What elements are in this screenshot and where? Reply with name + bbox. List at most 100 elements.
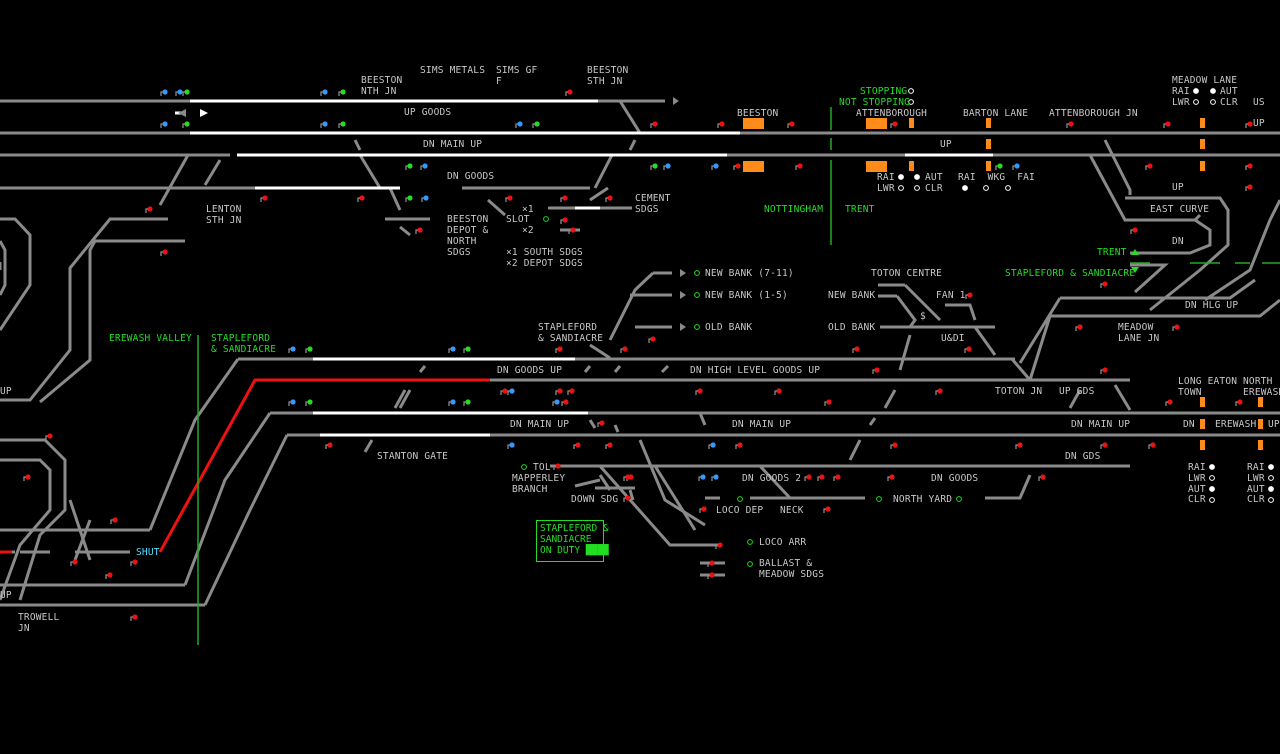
signal-head[interactable] (340, 89, 346, 95)
signal-head[interactable] (735, 163, 741, 169)
signal-head[interactable] (507, 195, 513, 201)
signal-head[interactable] (567, 89, 573, 95)
signal-head[interactable] (599, 420, 605, 426)
signal-head[interactable] (177, 89, 183, 95)
signal-head[interactable] (1247, 121, 1253, 127)
signal-head[interactable] (407, 163, 413, 169)
signal-head[interactable] (1237, 399, 1243, 405)
signal-head[interactable] (622, 346, 628, 352)
signal-head[interactable] (557, 388, 563, 394)
signal-head[interactable] (719, 121, 725, 127)
signal-head[interactable] (1068, 121, 1074, 127)
signal-head[interactable] (665, 163, 671, 169)
signal-head[interactable] (889, 474, 895, 480)
signal-head[interactable] (874, 367, 880, 373)
signal-head[interactable] (570, 227, 576, 233)
signal-head[interactable] (307, 399, 313, 405)
signal-head[interactable] (826, 399, 832, 405)
signal-head[interactable] (562, 195, 568, 201)
signal-head[interactable] (1040, 474, 1046, 480)
signal-head[interactable] (1167, 399, 1173, 405)
signal-head[interactable] (717, 542, 723, 548)
signal-head[interactable] (937, 388, 943, 394)
signal-head[interactable] (162, 89, 168, 95)
signal-head[interactable] (1132, 227, 1138, 233)
signal-head[interactable] (290, 346, 296, 352)
signal-head[interactable] (465, 346, 471, 352)
on-duty-box[interactable]: STAPLEFORD & SANDIACRE ON DUTY ████ (536, 520, 609, 562)
signal-head[interactable] (450, 346, 456, 352)
signal-head[interactable] (819, 474, 825, 480)
signal-head[interactable] (509, 442, 515, 448)
signal-head[interactable] (797, 163, 803, 169)
signal-head[interactable] (701, 506, 707, 512)
signal-head[interactable] (162, 121, 168, 127)
signal-head[interactable] (465, 399, 471, 405)
signal-head[interactable] (517, 121, 523, 127)
signal-head[interactable] (322, 89, 328, 95)
signal-head[interactable] (25, 474, 31, 480)
signal-head[interactable] (47, 433, 53, 439)
signal-head[interactable] (607, 195, 613, 201)
signal-head[interactable] (776, 388, 782, 394)
signal-head[interactable] (112, 517, 118, 523)
signal-head[interactable] (710, 442, 716, 448)
signal-head[interactable] (892, 442, 898, 448)
signal-head[interactable] (892, 121, 898, 127)
signal-head[interactable] (697, 388, 703, 394)
signal-head[interactable] (1017, 442, 1023, 448)
signal-head[interactable] (417, 227, 423, 233)
signal-head[interactable] (575, 442, 581, 448)
signal-head[interactable] (835, 474, 841, 480)
signal-head[interactable] (569, 388, 575, 394)
signal-head[interactable] (806, 474, 812, 480)
signal-head[interactable] (1102, 281, 1108, 287)
signal-head[interactable] (307, 346, 313, 352)
signal-head[interactable] (1174, 324, 1180, 330)
signal-head[interactable] (534, 121, 540, 127)
signal-head[interactable] (700, 474, 706, 480)
signal-head[interactable] (407, 195, 413, 201)
signal-head[interactable] (789, 121, 795, 127)
signal-head[interactable] (132, 559, 138, 565)
signal-head[interactable] (184, 121, 190, 127)
signal-head[interactable] (737, 442, 743, 448)
signal-head[interactable] (713, 163, 719, 169)
signal-head[interactable] (1102, 367, 1108, 373)
signal-head[interactable] (625, 474, 631, 480)
signal-head[interactable] (450, 399, 456, 405)
signal-head[interactable] (607, 442, 613, 448)
signal-head[interactable] (625, 495, 631, 501)
signal-head[interactable] (825, 506, 831, 512)
signal-head[interactable] (562, 217, 568, 223)
signal-head[interactable] (854, 346, 860, 352)
signal-head[interactable] (709, 572, 715, 578)
signal-head[interactable] (1077, 324, 1083, 330)
signal-head[interactable] (555, 463, 561, 469)
signal-head[interactable] (709, 560, 715, 566)
signal-head[interactable] (557, 346, 563, 352)
signal-head[interactable] (132, 614, 138, 620)
signal-head[interactable] (502, 388, 508, 394)
signal-head[interactable] (650, 336, 656, 342)
signal-head[interactable] (147, 206, 153, 212)
signal-head[interactable] (262, 195, 268, 201)
signal-head[interactable] (1147, 163, 1153, 169)
signal-head[interactable] (72, 559, 78, 565)
signal-head[interactable] (422, 163, 428, 169)
signal-head[interactable] (162, 249, 168, 255)
signal-head[interactable] (1247, 184, 1253, 190)
signal-head[interactable] (652, 121, 658, 127)
signal-head[interactable] (184, 89, 190, 95)
signal-head[interactable] (107, 572, 113, 578)
signal-head[interactable] (509, 388, 515, 394)
signal-head[interactable] (563, 399, 569, 405)
signal-head[interactable] (554, 399, 560, 405)
signal-head[interactable] (713, 474, 719, 480)
signal-head[interactable] (322, 121, 328, 127)
signal-head[interactable] (340, 121, 346, 127)
signal-head[interactable] (652, 163, 658, 169)
signal-head[interactable] (997, 163, 1003, 169)
signal-head[interactable] (290, 399, 296, 405)
signal-head[interactable] (423, 195, 429, 201)
